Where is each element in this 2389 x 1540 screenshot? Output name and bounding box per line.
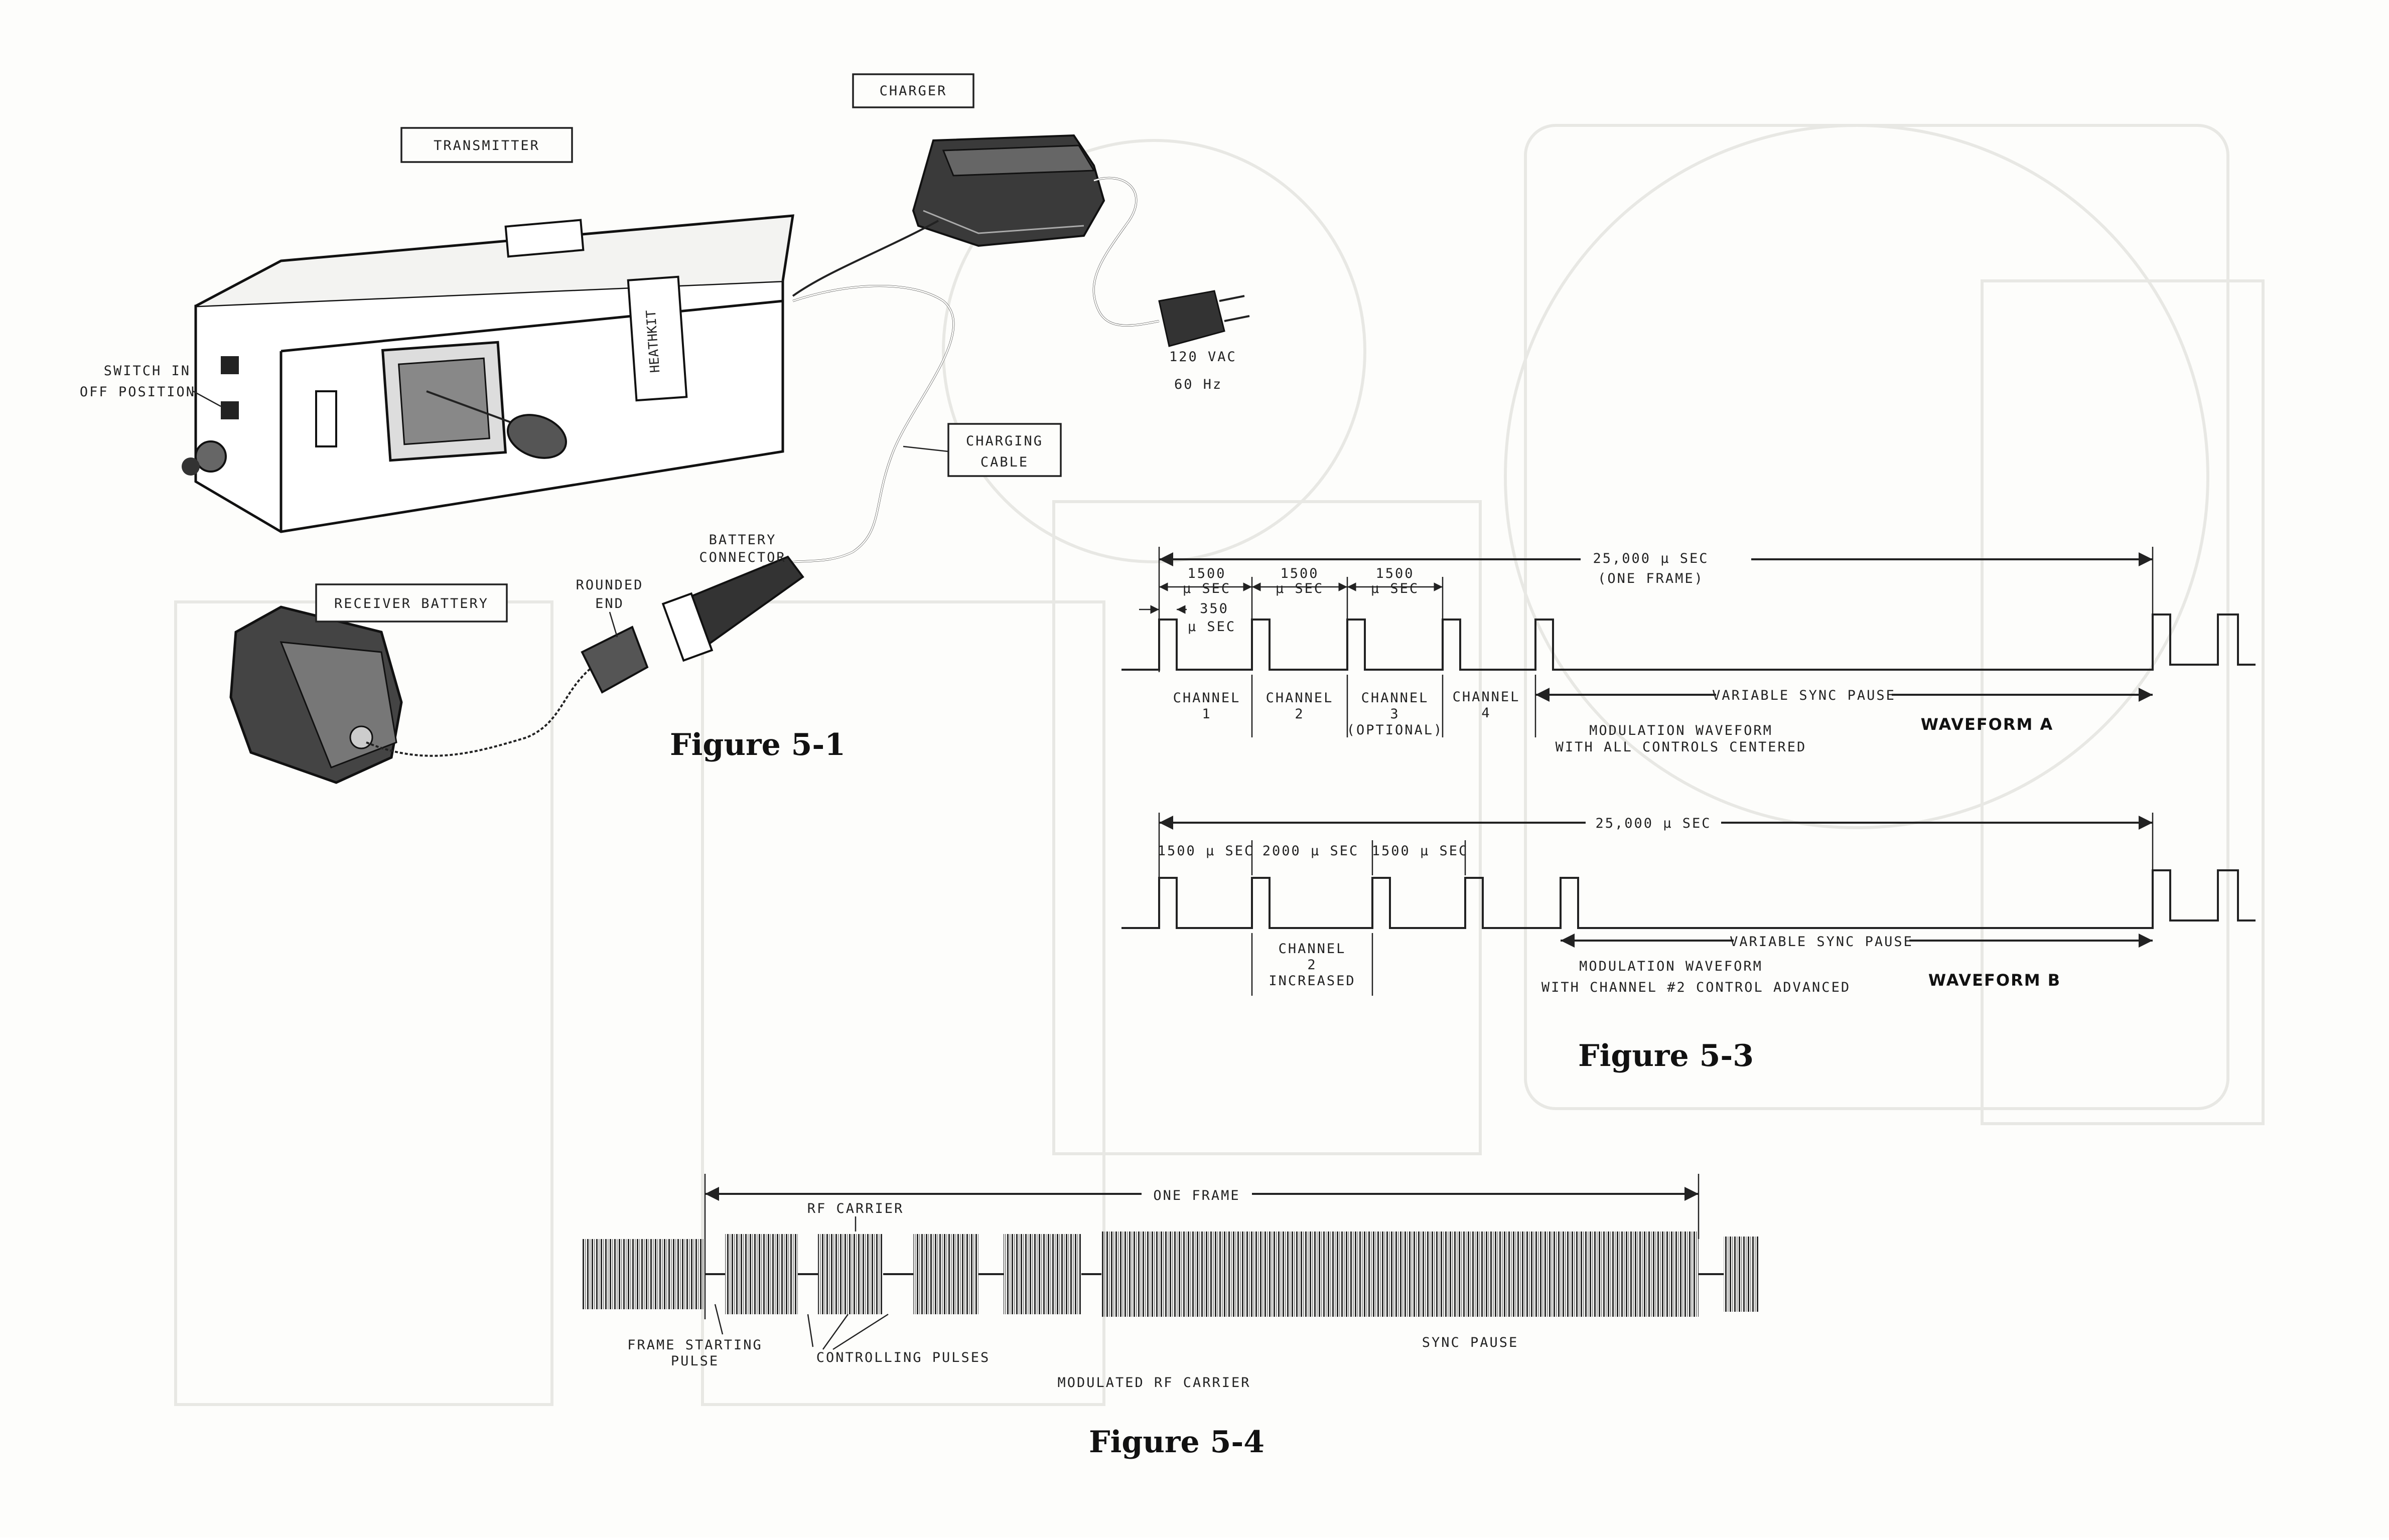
receiver-battery-label: RECEIVER BATTERY [334,596,489,611]
waveform-a-title: WAVEFORM A [1921,715,2054,734]
charging-cable: CHARGING CABLE [762,220,1062,568]
charger-illustration: CHARGER 120 VAC 60 Hz [852,73,1250,392]
waveform-a: 25,000 µ SEC (ONE FRAME) 1500 µ SEC 1500… [1121,544,2256,755]
waveform-a-channel1-line2: 1 [1202,706,1211,722]
waveform-a-frame-label-line1: 25,000 µ SEC [1593,551,1709,566]
waveform-a-channel3-line1: CHANNEL [1361,690,1429,706]
figure-5-4-caption: Figure 5-4 [1089,1425,1264,1460]
frame-starting-pulse-line2: PULSE [671,1353,719,1369]
waveform-a-t1-line2: µ SEC [1183,581,1231,596]
transmitter-illustration: HEATHKIT TRANSMITTER SWITCH IN OFF POSIT… [80,127,794,533]
waveform-a-pulse-width-line1: 350 [1200,601,1229,617]
waveform-a-t2-line1: 1500 [1280,566,1319,581]
bleed-through-ghost [174,124,2265,1406]
waveform-a-channel2-line2: 2 [1295,706,1304,722]
waveform-a-description-line2: WITH ALL CONTROLS CENTERED [1556,739,1807,755]
waveform-b-description-line1: MODULATION WAVEFORM [1579,959,1763,974]
waveform-b-channel-line1: CHANNEL [1279,941,1346,957]
one-frame-label: ONE FRAME [1153,1188,1240,1203]
frame-starting-pulse-line1: FRAME STARTING [627,1337,763,1353]
figure-5-3-caption: Figure 5-3 [1578,1038,1754,1073]
heathkit-logo-plate [627,275,688,402]
waveform-a-channel1-line1: CHANNEL [1173,690,1241,706]
waveform-a-pulse-width-line2: µ SEC [1188,619,1236,635]
battery-connector-label-line2: CONNECTOR [699,550,786,565]
waveform-a-t1-line1: 1500 [1187,566,1226,581]
rf-carrier-signal [582,1231,1759,1317]
rounded-end-label-line2: END [595,596,624,611]
waveform-b: 25,000 µ SEC 1500 µ SEC 2000 µ SEC 1500 … [1121,813,2256,996]
waveform-a-trace [1121,613,2256,671]
charging-cable-label-line1: CHARGING [966,433,1043,449]
figure-5-4: ONE FRAME RF CARRIER FRAME STARTING PULS… [582,1174,1759,1460]
figure-5-1: CHARGER 120 VAC 60 Hz HEATHKIT TRANSMITT… [80,73,1250,784]
charger-label: CHARGER [880,83,947,99]
waveform-b-description-line2: WITH CHANNEL #2 CONTROL ADVANCED [1541,980,1851,995]
waveform-a-channel4-line2: 4 [1481,705,1491,721]
battery-connector: BATTERY CONNECTOR [661,532,804,662]
hz-label: 60 Hz [1174,377,1222,392]
waveform-a-sync-label: VARIABLE SYNC PAUSE [1712,688,1896,703]
figure-5-3: 25,000 µ SEC (ONE FRAME) 1500 µ SEC 1500… [1121,544,2256,1073]
transmitter-label: TRANSMITTER [434,138,540,153]
waveform-b-title: WAVEFORM B [1928,971,2061,990]
vac-label: 120 VAC [1169,349,1237,365]
waveform-b-channel-line2: 2 [1307,957,1317,973]
waveform-a-description-line1: MODULATION WAVEFORM [1589,723,1773,738]
switch-label-line1: SWITCH IN [104,363,191,379]
switch-label-line2: OFF POSITION [80,384,196,400]
waveform-a-t3-line1: 1500 [1375,566,1414,581]
waveform-b-t1-label: 1500 µ SEC [1158,843,1254,859]
waveform-a-channel3-line2: 3 [1390,706,1399,722]
modulated-rf-carrier-label: MODULATED RF CARRIER [1057,1375,1250,1391]
waveform-b-channel-line3: INCREASED [1269,973,1355,989]
charging-cable-label-line2: CABLE [980,454,1029,470]
receiver-battery: RECEIVER BATTERY ROUNDED END [229,577,649,784]
waveform-b-trace [1121,869,2256,929]
waveform-a-t2-line2: µ SEC [1276,581,1324,596]
waveform-b-frame-label: 25,000 µ SEC [1595,816,1711,831]
waveform-b-t2-label: 2000 µ SEC [1262,843,1359,859]
controlling-pulses-label: CONTROLLING PULSES [816,1350,991,1365]
charger-label-box [852,73,974,108]
rounded-end-label-line1: ROUNDED [576,577,644,593]
sync-pause-label: SYNC PAUSE [1422,1335,1519,1350]
waveform-a-channel4-line1: CHANNEL [1453,689,1520,705]
waveform-a-channel3-line3: (OPTIONAL) [1347,722,1444,738]
figure-5-1-caption: Figure 5-1 [670,727,846,762]
battery-connector-label-line1: BATTERY [709,532,777,548]
waveform-b-sync-label: VARIABLE SYNC PAUSE [1730,934,1913,950]
waveform-a-t3-line2: µ SEC [1371,581,1419,596]
waveform-a-channel2-line1: CHANNEL [1266,690,1334,706]
rf-carrier-label: RF CARRIER [807,1201,904,1216]
waveform-a-frame-label-line2: (ONE FRAME) [1598,571,1704,586]
waveform-b-t3-label: 1500 µ SEC [1372,843,1469,859]
